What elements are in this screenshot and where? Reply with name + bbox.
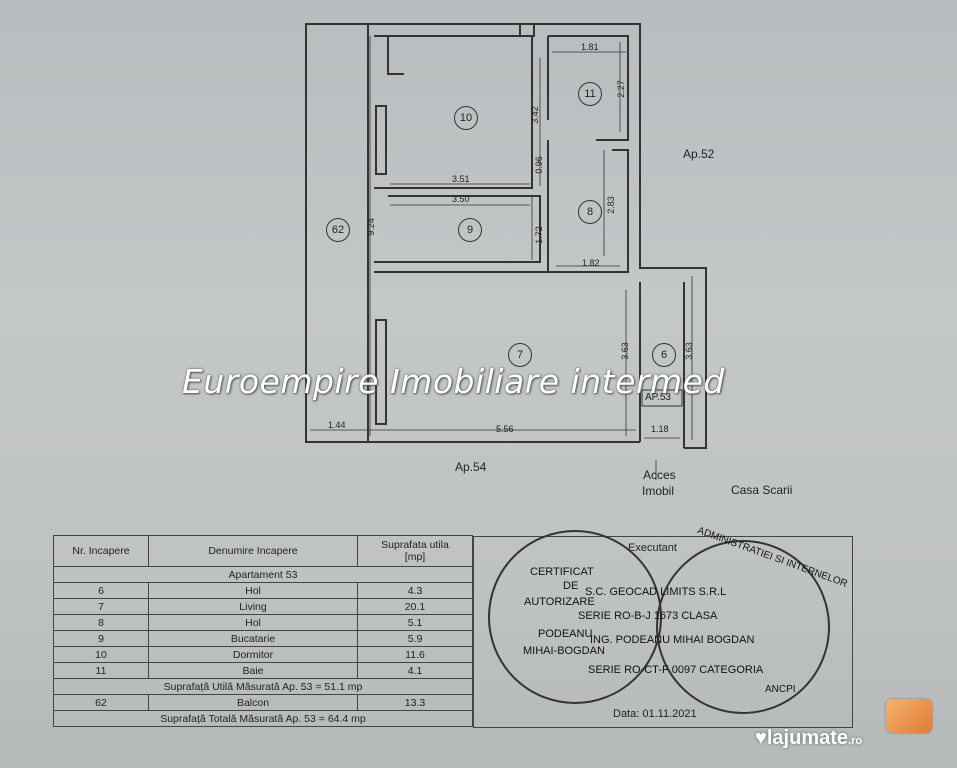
ancpi-stamp [656,540,830,714]
dim-1-18: 1.18 [651,424,669,434]
agency-watermark: Euroempire Imobiliare intermed [182,362,725,401]
balcony-outline [305,23,369,443]
room-11-marker: 11 [578,82,602,106]
wall-notch [387,36,404,75]
wall-room-11 [548,35,629,141]
stamp2-bottom: ANCPI [765,684,796,695]
dim-0-96: 0.96 [533,156,544,174]
brand-heart-icon: ♥ [755,727,767,749]
dim-3-51: 3.51 [452,174,470,184]
label-acces: Acces [643,468,676,482]
window-10 [375,105,387,175]
dim-1-81: 1.81 [581,42,599,52]
label-ap53: AP.53 [645,392,671,403]
room-7-marker: 7 [508,343,532,367]
dim-1-72: 1.72 [533,226,544,244]
dim-2-27: 2.27 [615,80,626,98]
stamp-line: SERIE RO-CT-F 0097 CATEGORIA [588,664,764,676]
dim-3-50: 3.50 [452,194,470,204]
dim-3-42: 3.42 [529,106,540,124]
apartment-row: Apartament 53 [53,566,473,583]
dim-3-63-left: 3.63 [619,342,630,360]
stamp-line: ING. PODEANU MIHAI BOGDAN [590,634,755,646]
window-7 [375,319,387,425]
dim-1-44: 1.44 [328,420,346,430]
room-6-marker: 6 [652,343,676,367]
dim-3-63-right: 3.63 [683,342,694,360]
ap53-box [641,389,683,407]
lajumate-logo-icon [886,699,932,733]
wall-room-7-top [374,262,629,273]
wall-room-9 [374,195,541,263]
dim-1-82: 1.82 [582,258,600,268]
wall-room-10 [374,35,533,189]
room-8-marker: 8 [578,200,602,224]
certificate-date: Data: 01.11.2021 [613,708,697,720]
totala-total-row: Suprafață Totală Măsurată Ap. 53 = 64.4 … [53,710,473,727]
label-ap54: Ap.54 [455,460,487,474]
stamp-line: CERTIFICAT [530,566,594,578]
lajumate-brand: ♥lajumate.ro [755,727,863,749]
stamp-line: SERIE RO-B-J 1673 CLASA [578,610,718,622]
area-table: Nr. Incapere Denumire Incapere Suprafata… [53,535,473,727]
stamp-line: MIHAI-BOGDAN [523,645,605,657]
wall-8-right [612,149,629,262]
label-imobil: Imobil [642,484,675,498]
label-casa-scarii: Casa Scarii [731,483,793,497]
stamp-line: S.C. GEOCAD LIMITS S.R.L [585,586,727,598]
header-area: Suprafata utila[mp] [357,535,473,567]
dim-9-24: 9.24 [365,218,376,236]
dim-2-83: 2.83 [605,196,616,214]
utila-total-row: Suprafață Utilă Măsurată Ap. 53 = 51.1 m… [53,678,473,695]
label-ap52: Ap.52 [683,147,715,161]
room-10-marker: 10 [454,106,478,130]
wall-post [519,23,535,37]
header-nr: Nr. Incapere [53,535,149,567]
stamp-line: DE [563,580,579,592]
room-9-marker: 9 [458,218,482,242]
dim-5-56: 5.56 [496,424,514,434]
certificate-box [473,536,853,728]
stamp-line: PODEANU [538,628,593,640]
room-62-marker: 62 [326,218,350,242]
executant-label: Executant [628,542,677,554]
stamp-line: AUTORIZARE [524,596,595,608]
header-name: Denumire Incapere [148,535,358,567]
outer-wall-right [368,23,707,449]
